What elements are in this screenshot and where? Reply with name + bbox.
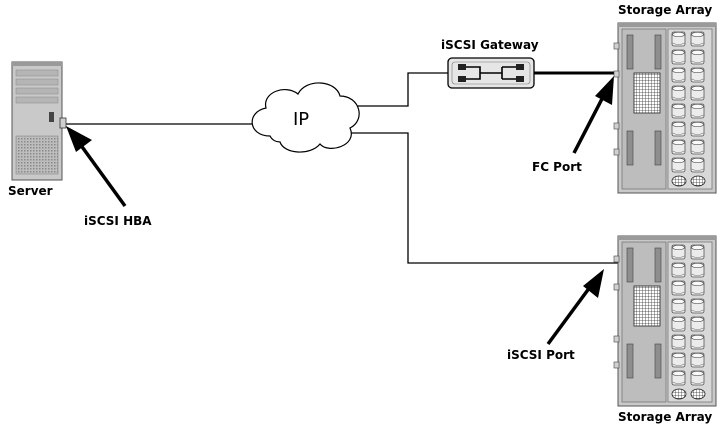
gateway-icon xyxy=(448,58,534,88)
ip-cloud-label: IP xyxy=(293,109,309,130)
storage-array-bottom xyxy=(614,236,716,406)
iscsi-gateway-label: iSCSI Gateway xyxy=(441,38,539,52)
iscsi-port-label: iSCSI Port xyxy=(507,348,575,362)
server-icon xyxy=(12,62,66,180)
fc-port-label: FC Port xyxy=(532,160,582,174)
storage-array-top xyxy=(614,23,716,193)
server-label: Server xyxy=(8,184,53,198)
arrow-icon-iscsi-port xyxy=(548,269,604,344)
storage-array-top-label: Storage Array xyxy=(618,3,712,17)
ip-to-gateway-link xyxy=(348,73,448,106)
iscsi-hba-label: iSCSI HBA xyxy=(84,214,152,228)
storage-array-bottom-label: Storage Array xyxy=(618,410,712,424)
arrow-icon-iscsi-hba xyxy=(66,126,125,206)
arrow-icon-fc-port xyxy=(574,76,614,153)
ip-to-iscsi-port-link xyxy=(348,133,618,263)
